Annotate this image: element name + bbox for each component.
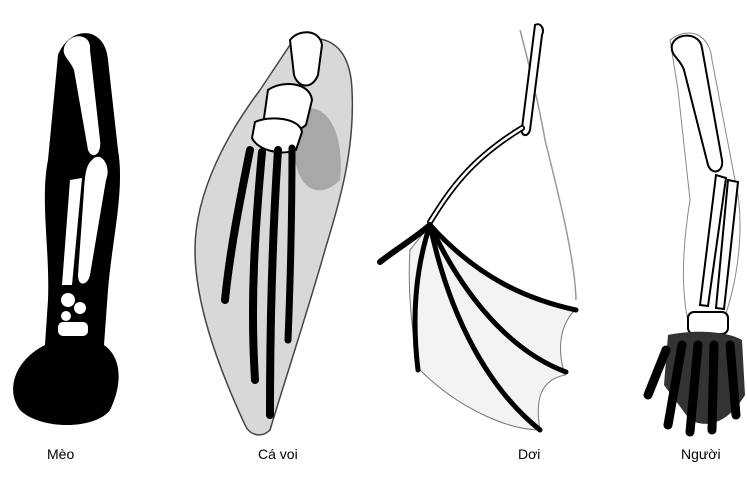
bat-label: Dơi (518, 446, 540, 462)
whale-label: Cá voi (258, 446, 298, 462)
cat-label: Mèo (47, 446, 74, 462)
human-label: Người (681, 446, 721, 462)
